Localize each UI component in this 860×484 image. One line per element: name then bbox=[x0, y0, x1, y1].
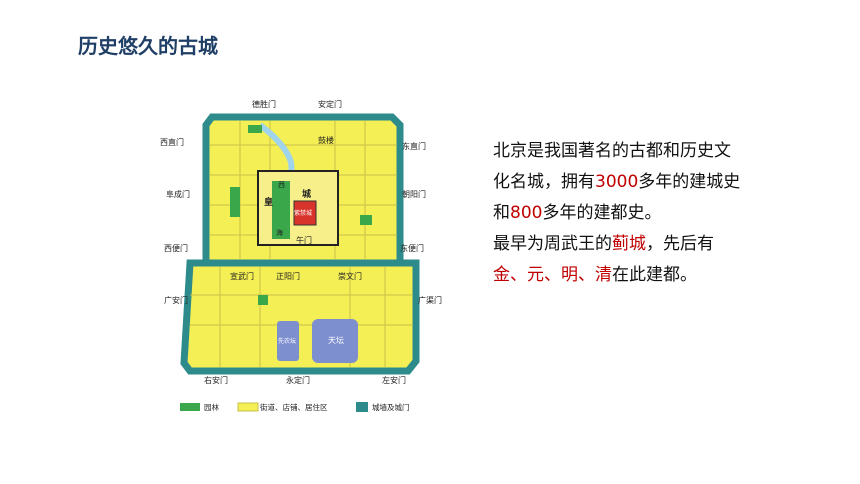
imperial-garden bbox=[272, 181, 290, 239]
label-tiantan: 天坛 bbox=[328, 335, 344, 345]
gate-dongbianmen: 东便门 bbox=[400, 243, 424, 253]
label-xihai: 西 bbox=[278, 181, 285, 189]
highlight-years-city: 3000 bbox=[595, 172, 639, 192]
desc-text: 在此建都。 bbox=[612, 265, 697, 285]
gate-andingmen: 安定门 bbox=[318, 99, 342, 109]
highlight-ji-city: 蓟城 bbox=[612, 234, 646, 254]
label-xiannongtan: 先农坛 bbox=[278, 337, 296, 345]
gate-zhengyangmen: 正阳门 bbox=[276, 271, 300, 281]
desc-text: 多年的建城史和 bbox=[493, 172, 741, 223]
separator: 、 bbox=[578, 265, 595, 285]
slide-title: 历史悠久的古城 bbox=[78, 34, 218, 58]
highlight-dynasty-yuan: 元 bbox=[527, 265, 544, 285]
highlight-dynasty-ming: 明 bbox=[561, 265, 578, 285]
xiannongtan-area bbox=[277, 321, 299, 361]
beijing-old-city-map: 德胜门 安定门 西直门 东直门 阜成门 朝阳门 西便门 东便门 广安门 广渠门 … bbox=[160, 95, 442, 425]
gate-xizhimen: 西直门 bbox=[160, 137, 184, 147]
gate-guangqumen: 广渠门 bbox=[418, 295, 442, 305]
gate-xuanwumen: 宣武门 bbox=[230, 271, 254, 281]
desc-text: 最早为周武王的 bbox=[493, 234, 612, 254]
separator: 、 bbox=[510, 265, 527, 285]
map-svg: 德胜门 安定门 西直门 东直门 阜成门 朝阳门 西便门 东便门 广安门 广渠门 … bbox=[160, 99, 442, 412]
imperial-city bbox=[257, 170, 339, 246]
legend-garden-label: 园林 bbox=[204, 402, 219, 412]
gate-youanmen: 右安门 bbox=[204, 375, 228, 385]
gate-chongwenmen: 崇文门 bbox=[338, 271, 362, 281]
garden-1 bbox=[248, 125, 262, 133]
gate-chaoyangmen: 朝阳门 bbox=[402, 189, 426, 199]
legend-garden-swatch bbox=[180, 403, 200, 411]
gate-yongdingmen: 永定门 bbox=[286, 375, 310, 385]
highlight-dynasty-jin: 金 bbox=[493, 265, 510, 285]
label-nanhai: 海 bbox=[276, 228, 283, 237]
gate-deshengmen: 德胜门 bbox=[252, 99, 276, 109]
separator: 、 bbox=[544, 265, 561, 285]
garden-2 bbox=[230, 187, 240, 217]
legend-streets-label: 街道、店铺、居住区 bbox=[260, 402, 328, 412]
gate-xibianmen: 西便门 bbox=[164, 243, 188, 253]
legend-walls-swatch bbox=[356, 402, 368, 412]
description-paragraph-1: 北京是我国著名的古都和历史文化名城，拥有3000多年的建城史和800多年的建都史… bbox=[493, 136, 743, 229]
highlight-dynasty-qing: 清 bbox=[595, 265, 612, 285]
gate-fuchengmen: 阜成门 bbox=[166, 189, 190, 199]
label-forbidden-city: 紫禁城 bbox=[294, 209, 312, 217]
desc-text: 北京是我国著名的古都和历史文化名城，拥有 bbox=[493, 141, 731, 192]
tiantan-area bbox=[312, 319, 358, 363]
gate-guanganmen: 广安门 bbox=[164, 295, 188, 305]
description: 北京是我国著名的古都和历史文化名城，拥有3000多年的建城史和800多年的建都史… bbox=[493, 136, 743, 291]
desc-text: 多年的建都史。 bbox=[542, 203, 662, 223]
label-huangcheng-2: 城 bbox=[302, 188, 311, 200]
outer-city-wall bbox=[180, 259, 420, 375]
forbidden-city bbox=[293, 200, 317, 226]
description-paragraph-2: 最早为周武王的蓟城，先后有金、元、明、清在此建都。 bbox=[493, 229, 743, 291]
gate-zuoanmen: 左安门 bbox=[382, 375, 406, 385]
label-huangcheng-1: 皇 bbox=[264, 196, 273, 208]
map-legend: 园林 街道、店铺、居住区 城墙及城门 bbox=[180, 402, 410, 412]
label-gulou: 鼓楼 bbox=[318, 135, 334, 145]
desc-text: ，先后有 bbox=[646, 234, 714, 254]
garden-3 bbox=[258, 295, 268, 305]
gate-dongzhimen: 东直门 bbox=[402, 141, 426, 151]
garden-4 bbox=[360, 215, 372, 225]
gate-wumen: 午门 bbox=[296, 235, 312, 245]
legend-streets-swatch bbox=[237, 402, 259, 412]
highlight-years-capital: 800 bbox=[510, 203, 543, 223]
legend-walls-label: 城墙及城门 bbox=[372, 402, 410, 412]
